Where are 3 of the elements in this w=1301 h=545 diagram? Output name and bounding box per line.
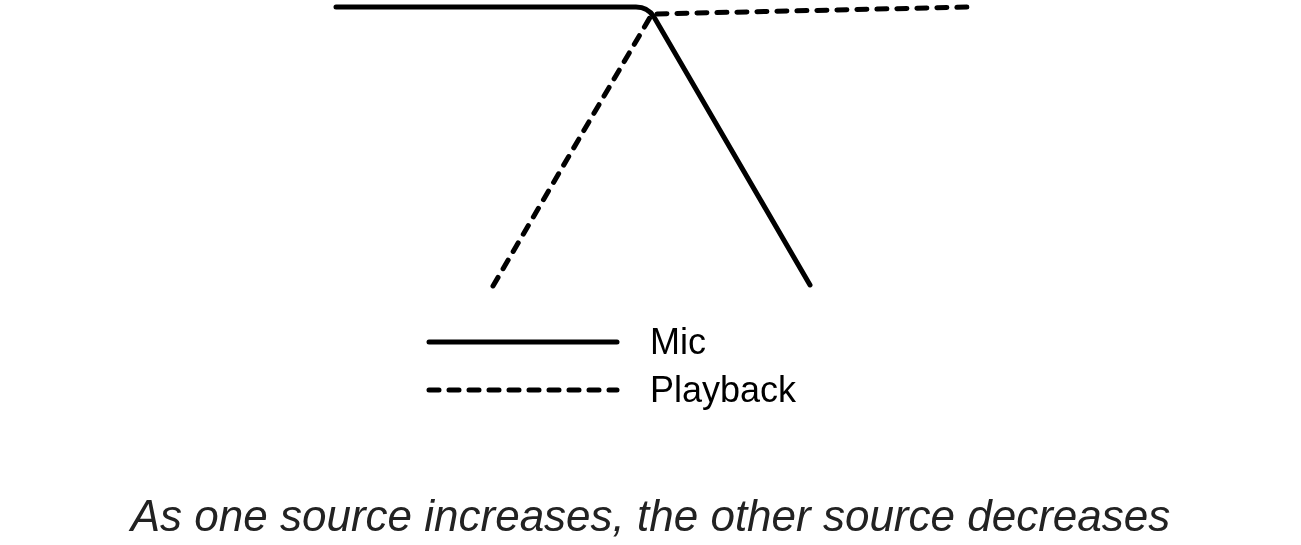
legend-label: Playback bbox=[650, 372, 797, 408]
legend-label: Mic bbox=[650, 324, 706, 360]
caption: As one source increases, the other source decreases bbox=[128, 490, 1172, 542]
